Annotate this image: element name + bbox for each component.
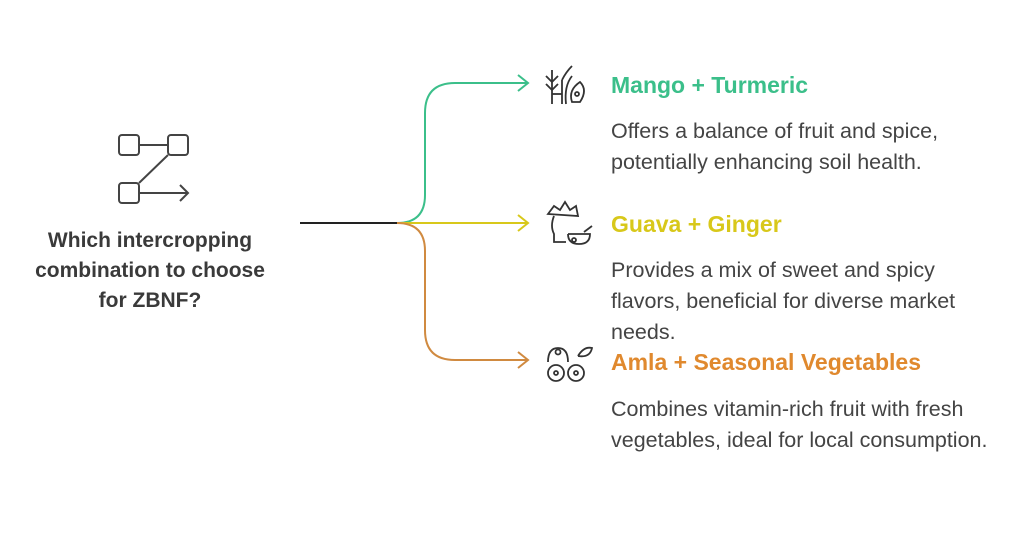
option-title-mango-turmeric: Mango + Turmeric	[611, 72, 809, 98]
decision-icon	[118, 134, 190, 204]
option-description-mango-turmeric: Offers a balance of fruit and spice, pot…	[611, 119, 939, 174]
question-label: Which intercropping combination to choos…	[35, 229, 265, 312]
option-title-guava-ginger: Guava + Ginger	[611, 211, 782, 237]
branch-mango	[396, 82, 528, 224]
plant-leaf-icon	[545, 65, 585, 105]
berries-icon	[547, 346, 594, 382]
branch-amla	[396, 222, 528, 361]
option-description-guava-ginger: Provides a mix of sweet and spicy flavor…	[611, 258, 956, 344]
option-title-amla-vegetables: Amla + Seasonal Vegetables	[611, 349, 922, 375]
option-description-amla-vegetables: Combines vitamin-rich fruit with fresh v…	[611, 397, 988, 452]
fruit-bowl-icon	[546, 200, 593, 245]
